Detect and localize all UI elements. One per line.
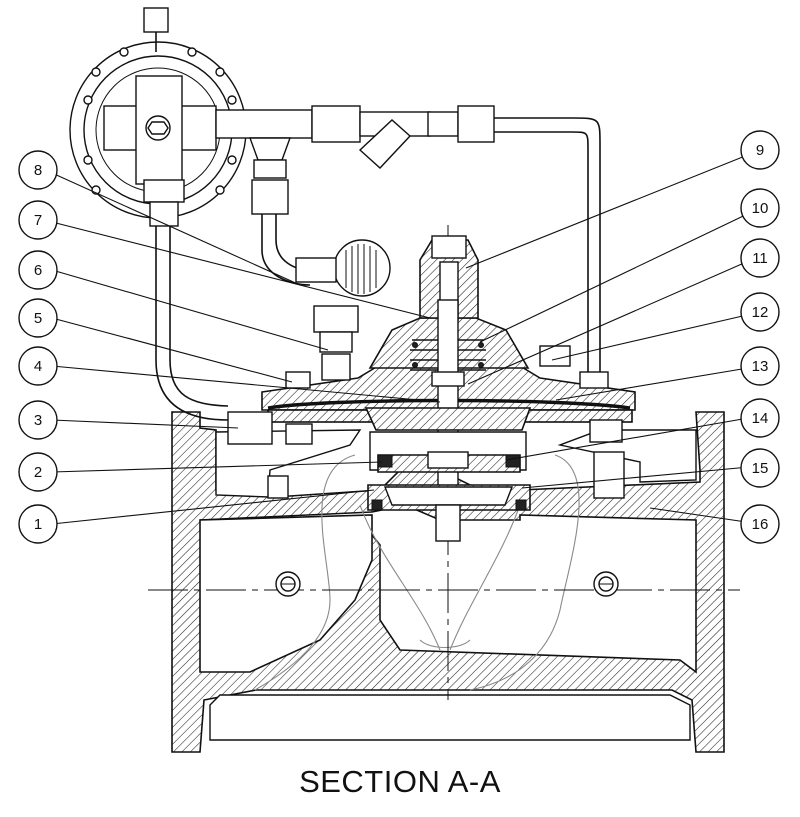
callout-14: 14 xyxy=(740,398,780,438)
callout-10: 10 xyxy=(740,188,780,228)
callout-number: 8 xyxy=(34,162,42,179)
callout-number: 3 xyxy=(34,412,42,429)
callout-number: 13 xyxy=(752,358,769,375)
callout-11: 11 xyxy=(740,238,780,278)
callout-8: 8 xyxy=(18,150,58,190)
callout-1: 1 xyxy=(18,504,58,544)
pilot-bolts xyxy=(83,47,237,195)
callout-number: 7 xyxy=(34,212,42,229)
callout-number: 15 xyxy=(752,460,769,477)
callout-number: 9 xyxy=(756,142,764,159)
callout-number: 2 xyxy=(34,464,42,481)
callout-5: 5 xyxy=(18,298,58,338)
body-plug-left xyxy=(275,571,301,597)
callout-number: 1 xyxy=(34,516,42,533)
callout-number: 10 xyxy=(752,200,769,217)
hidden-lines xyxy=(254,454,580,691)
callout-number: 12 xyxy=(752,304,769,321)
callout-4: 4 xyxy=(18,346,58,386)
callout-number: 4 xyxy=(34,358,42,375)
body-plug-right xyxy=(593,571,619,597)
callout-leaders xyxy=(51,149,761,525)
callout-number: 14 xyxy=(752,410,769,427)
callout-12: 12 xyxy=(740,292,780,332)
callout-number: 6 xyxy=(34,262,42,279)
callout-15: 15 xyxy=(740,448,780,488)
callout-number: 11 xyxy=(752,250,768,267)
callout-6: 6 xyxy=(18,250,58,290)
callout-16: 16 xyxy=(740,504,780,544)
callout-2: 2 xyxy=(18,452,58,492)
control-tubing xyxy=(155,117,601,421)
callout-9: 9 xyxy=(740,130,780,170)
tee-fitting xyxy=(215,105,495,215)
callout-number: 16 xyxy=(752,516,769,533)
callout-3: 3 xyxy=(18,400,58,440)
flow-control xyxy=(295,239,391,381)
callout-7: 7 xyxy=(18,200,58,240)
callout-number: 5 xyxy=(34,310,42,327)
section-title: SECTION A-A xyxy=(299,764,501,799)
callout-13: 13 xyxy=(740,346,780,386)
